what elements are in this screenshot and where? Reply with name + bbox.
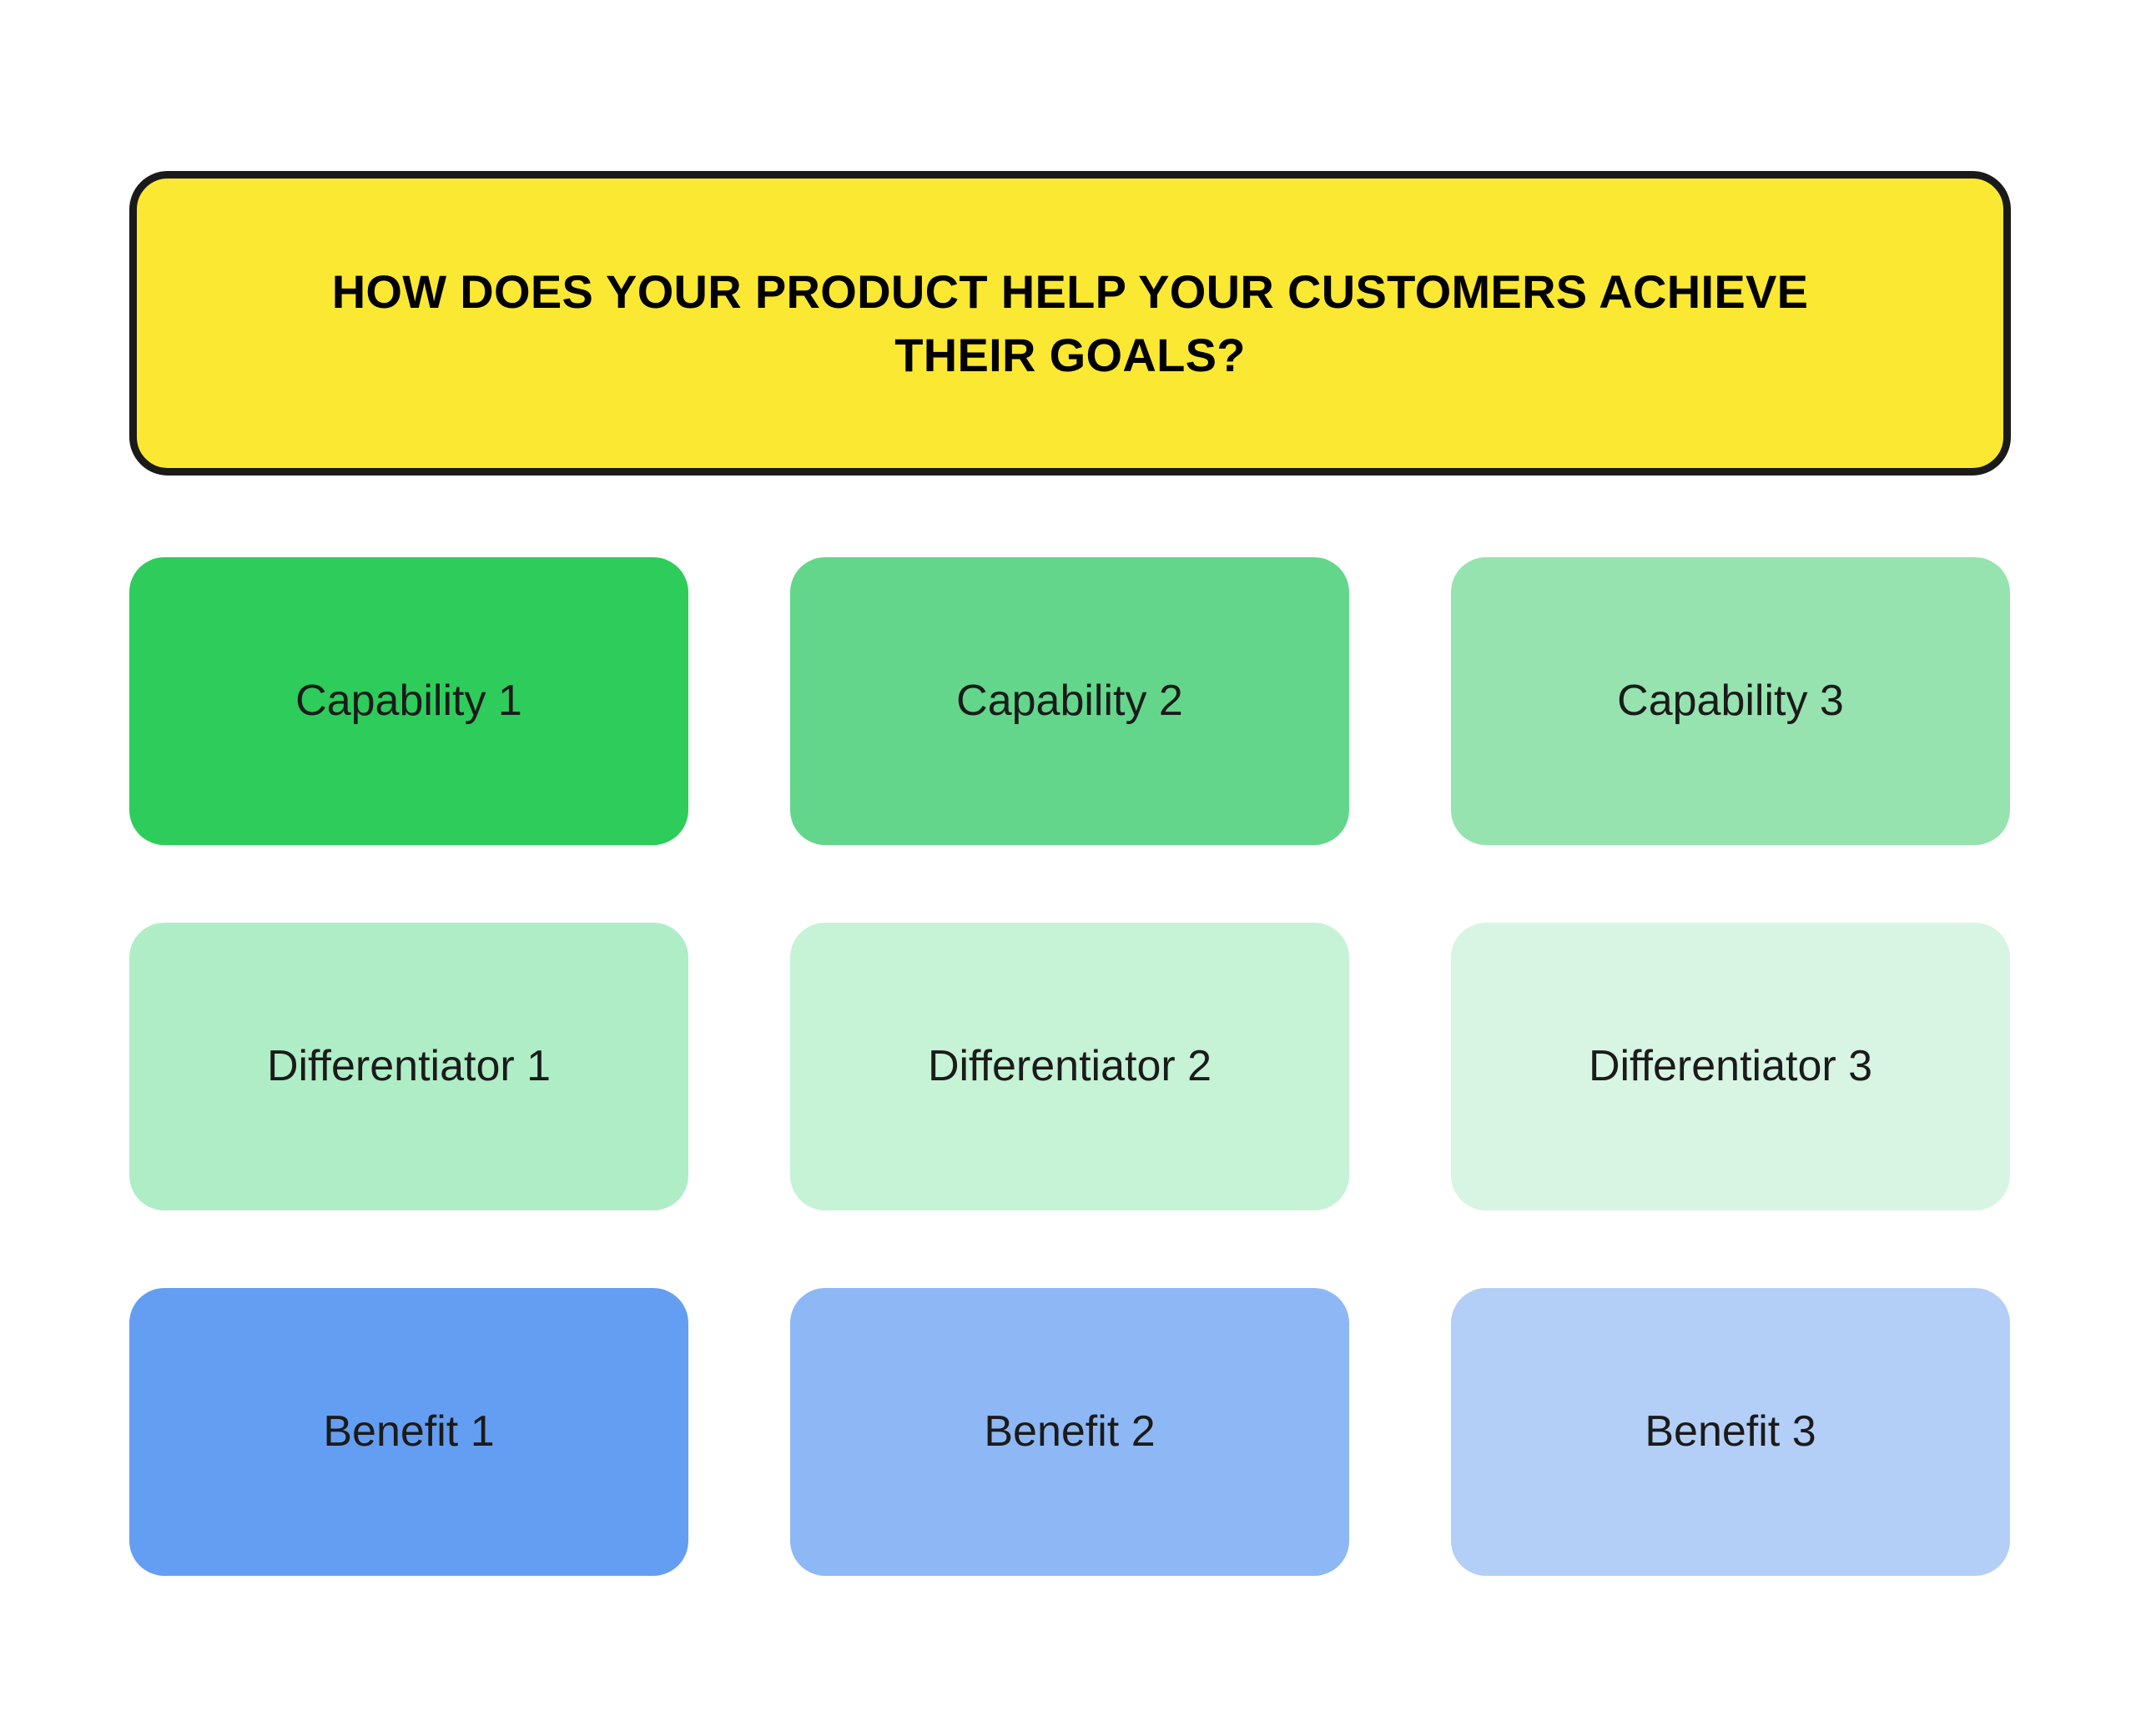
card-label: Benefit 2 — [984, 1407, 1156, 1457]
card-label: Capability 1 — [295, 677, 522, 726]
card-benefit-2[interactable]: Benefit 2 — [790, 1288, 1349, 1576]
card-label: Benefit 3 — [1645, 1407, 1816, 1457]
card-differentiator-3[interactable]: Differentiator 3 — [1451, 923, 2010, 1210]
page-title: HOW DOES YOUR PRODUCT HELP YOUR CUSTOMER… — [331, 265, 1809, 381]
card-label: Differentiator 3 — [1588, 1042, 1873, 1091]
card-capability-3[interactable]: Capability 3 — [1451, 557, 2010, 845]
card-label: Capability 3 — [1617, 677, 1844, 726]
card-label: Capability 2 — [956, 677, 1183, 726]
card-differentiator-2[interactable]: Differentiator 2 — [790, 923, 1349, 1210]
header-banner: HOW DOES YOUR PRODUCT HELP YOUR CUSTOMER… — [129, 171, 2011, 476]
card-label: Differentiator 1 — [266, 1042, 552, 1091]
card-label: Differentiator 2 — [927, 1042, 1212, 1091]
card-benefit-1[interactable]: Benefit 1 — [129, 1288, 688, 1576]
card-benefit-3[interactable]: Benefit 3 — [1451, 1288, 2010, 1576]
card-differentiator-1[interactable]: Differentiator 1 — [129, 923, 688, 1210]
card-capability-2[interactable]: Capability 2 — [790, 557, 1349, 845]
card-capability-1[interactable]: Capability 1 — [129, 557, 688, 845]
card-label: Benefit 1 — [323, 1407, 495, 1457]
card-grid: Capability 1 Capability 2 Capability 3 D… — [129, 557, 2011, 1576]
